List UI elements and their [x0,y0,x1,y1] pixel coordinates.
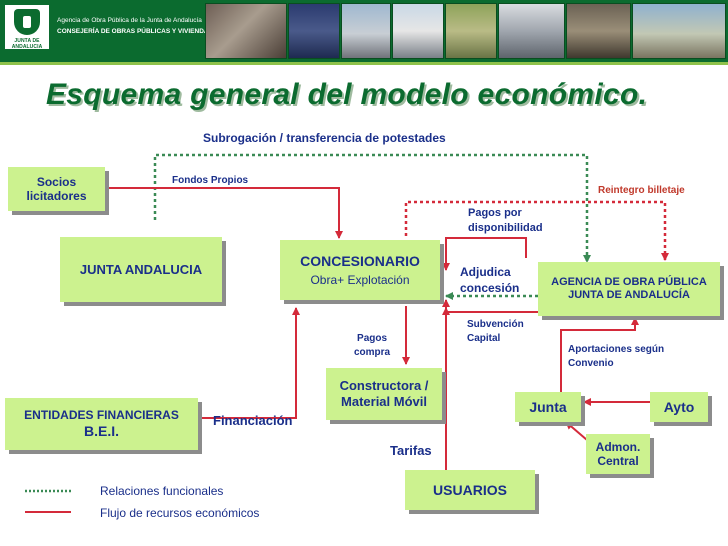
constructora-label-line1: Constructora / [339,378,429,394]
agencia-label-line1: AGENCIA DE OBRA PÚBLICA [551,275,707,288]
entidades-financieras-box: ENTIDADES FINANCIERAS B.E.I. [5,398,198,450]
junta-andalucia-box: JUNTA ANDALUCIA [60,237,222,302]
pagos-disponibilidad-arrow [442,237,527,271]
tunnel-photo [205,3,287,59]
logo-text: JUNTA DE ANDALUCIA [11,38,43,50]
aportaciones-line2: Convenio [568,357,614,369]
ayto-label: Ayto [663,398,695,415]
socios-label-line1: Socios [36,174,77,189]
socios-licitadores-box: Socios licitadores [8,167,105,211]
train-night-photo [288,3,340,59]
agencia-label-line2: JUNTA DE ANDALUCÍA [568,289,690,301]
pagos-compra-label: Pagos compra [354,332,390,359]
reintegro-connector [404,200,669,261]
pagos-compra-line2: compra [354,346,391,358]
subvencion-line2: Capital [467,332,501,344]
entidades-label-line2: B.E.I. [83,422,119,439]
reintegro-label: Reintegro billetaje [598,185,685,196]
shield-icon [14,9,40,35]
subrogacion-label: Subrogación / transferencia de potestade… [203,131,446,145]
concesionario-box: CONCESIONARIO Obra+ Explotación [280,240,440,300]
ministry-name: CONSEJERÍA DE OBRAS PÚBLICAS Y VIVIENDA [57,28,209,35]
adjudica-line2: concesión [460,281,520,296]
fondos-propios-label: Fondos Propios [172,175,249,186]
junta-andalucia-label: JUNTA ANDALUCIA [79,261,203,277]
pagos-disp-line1: Pagos por [468,207,522,219]
concesionario-sublabel: Obra+ Explotación [310,272,410,287]
constructora-label-line2: Material Móvil [341,394,427,409]
pagos-disp-line2: disponibilidad [468,221,543,234]
aportaciones-arrow [560,317,639,395]
platform-photo [498,3,565,59]
aportaciones-line1: Aportaciones según [568,344,665,355]
adjudica-label: Adjudica concesión [460,264,519,296]
socios-label-line2: licitadores [26,189,87,203]
adjudica-line1: Adjudica [460,265,511,279]
entidades-label-line1: ENTIDADES FINANCIERAS [24,408,179,423]
page-title: Esquema general del modelo económico. [46,78,648,111]
admon-label-line2: Central [597,454,639,468]
tarifas-label: Tarifas [390,443,432,458]
subvencion-line1: Subvención [467,319,524,330]
subvencion-arrow [442,299,538,313]
train-photo [392,3,444,59]
escalator-photo [566,3,631,59]
header-divider [0,62,728,65]
admon-label-line1: Admon. [595,439,641,454]
agencia-obra-publica-box: AGENCIA DE OBRA PÚBLICA JUNTA DE ANDALUC… [538,262,720,316]
financiacion-label: Financiación [213,413,293,428]
fondos-propios-arrow [108,187,343,239]
pagos-compra-line1: Pagos [357,333,388,344]
admon-central-box: Admon. Central [586,434,650,474]
header-banner: JUNTA DE ANDALUCIA Agencia de Obra Públi… [0,0,728,62]
financiacion-arrow [202,307,300,419]
legend-relations-label: Relaciones funcionales [100,484,224,498]
junta-box: Junta [515,392,581,422]
subvencion-label: Subvención Capital [467,318,524,345]
works-photo [445,3,497,59]
viaduct-photo [632,3,726,59]
agency-name: Agencia de Obra Pública de la Junta de A… [57,17,202,24]
station-photo [341,3,391,59]
junta-label: Junta [529,398,567,415]
aportaciones-label: Aportaciones según Convenio [568,343,664,370]
legend-flow-label: Flujo de recursos económicos [100,506,260,520]
usuarios-box: USUARIOS [405,470,535,510]
junta-logo: JUNTA DE ANDALUCIA [4,4,50,50]
usuarios-label: USUARIOS [433,481,507,498]
constructora-box: Constructora / Material Móvil [326,368,442,420]
pagos-disponibilidad-label: Pagos por disponibilidad [468,206,543,236]
concesionario-label: CONCESIONARIO [300,252,420,269]
ayto-box: Ayto [650,392,708,422]
